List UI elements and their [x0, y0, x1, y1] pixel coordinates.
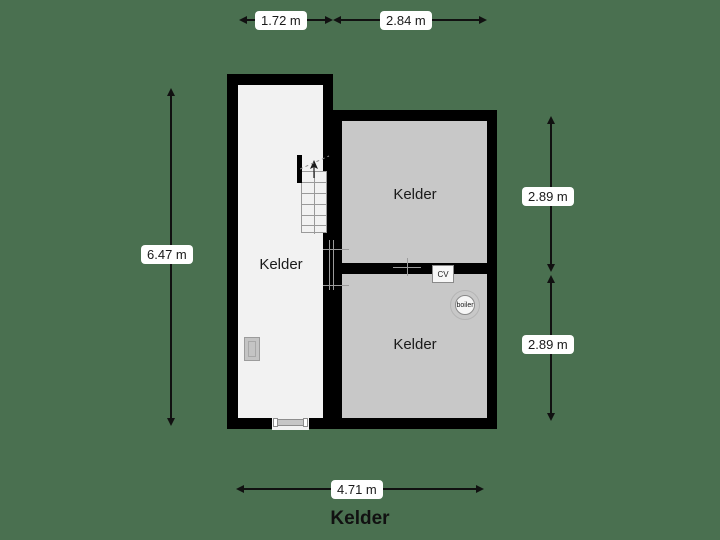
door-swing-marker-vertical-top	[323, 249, 349, 250]
boiler-label: boiler	[456, 301, 474, 309]
cabinet-inner-panel	[248, 341, 256, 357]
stairs-newel-wall	[297, 155, 302, 183]
dimension-bottom-label: 4.71 m	[331, 480, 383, 499]
room-floor-right-top	[342, 121, 487, 263]
cv-unit-label: CV	[437, 269, 449, 279]
wall-partition-vertical-lower	[327, 285, 335, 418]
room-label-right-top: Kelder	[393, 186, 437, 203]
up-arrow-icon	[310, 160, 318, 178]
arrow-down-icon	[167, 418, 175, 426]
arrow-right-icon	[325, 16, 333, 24]
arrow-down-icon	[547, 413, 555, 421]
room-label-left: Kelder	[259, 256, 303, 273]
wall-partition-horizontal-left	[327, 263, 393, 271]
stair-walkline	[314, 172, 315, 234]
arrow-right-icon	[476, 485, 484, 493]
dimension-right-top-label: 2.89 m	[522, 187, 574, 206]
door-swing-marker-horizontal	[407, 258, 408, 276]
door-swing-marker-vertical-bottom	[323, 285, 349, 286]
room-label-right-bottom: Kelder	[393, 336, 437, 353]
arrow-right-icon	[479, 16, 487, 24]
exterior-door-jamb-left	[273, 418, 278, 427]
exterior-door-jamb-right	[303, 418, 308, 427]
arrow-up-icon	[547, 116, 555, 124]
dimension-top-right-label: 2.84 m	[380, 11, 432, 30]
arrow-down-icon	[547, 264, 555, 272]
room-floor-left	[238, 85, 323, 418]
arrow-left-icon	[333, 16, 341, 24]
arrow-up-icon	[167, 88, 175, 96]
wall-partition-vertical-upper	[327, 110, 335, 248]
arrow-up-icon	[547, 275, 555, 283]
boiler-icon: boiler	[455, 295, 475, 315]
stairs-guideline	[300, 155, 330, 170]
dimension-left-label: 6.47 m	[141, 245, 193, 264]
arrow-left-icon	[236, 485, 244, 493]
arrow-left-icon	[239, 16, 247, 24]
stairs-outline	[301, 171, 327, 234]
boiler-outer-ring-icon	[450, 290, 480, 320]
cv-unit-icon: CV	[432, 265, 454, 283]
dimension-right-bottom-label: 2.89 m	[522, 335, 574, 354]
wall-cabinet	[244, 337, 260, 361]
dimension-top-left-label: 1.72 m	[255, 11, 307, 30]
plan-title: Kelder	[330, 508, 390, 529]
door-opening-vertical-b	[333, 240, 334, 290]
wall-partition-horizontal-right	[421, 263, 487, 271]
exterior-door-leaf	[276, 419, 305, 426]
door-opening-vertical-a	[329, 240, 330, 290]
